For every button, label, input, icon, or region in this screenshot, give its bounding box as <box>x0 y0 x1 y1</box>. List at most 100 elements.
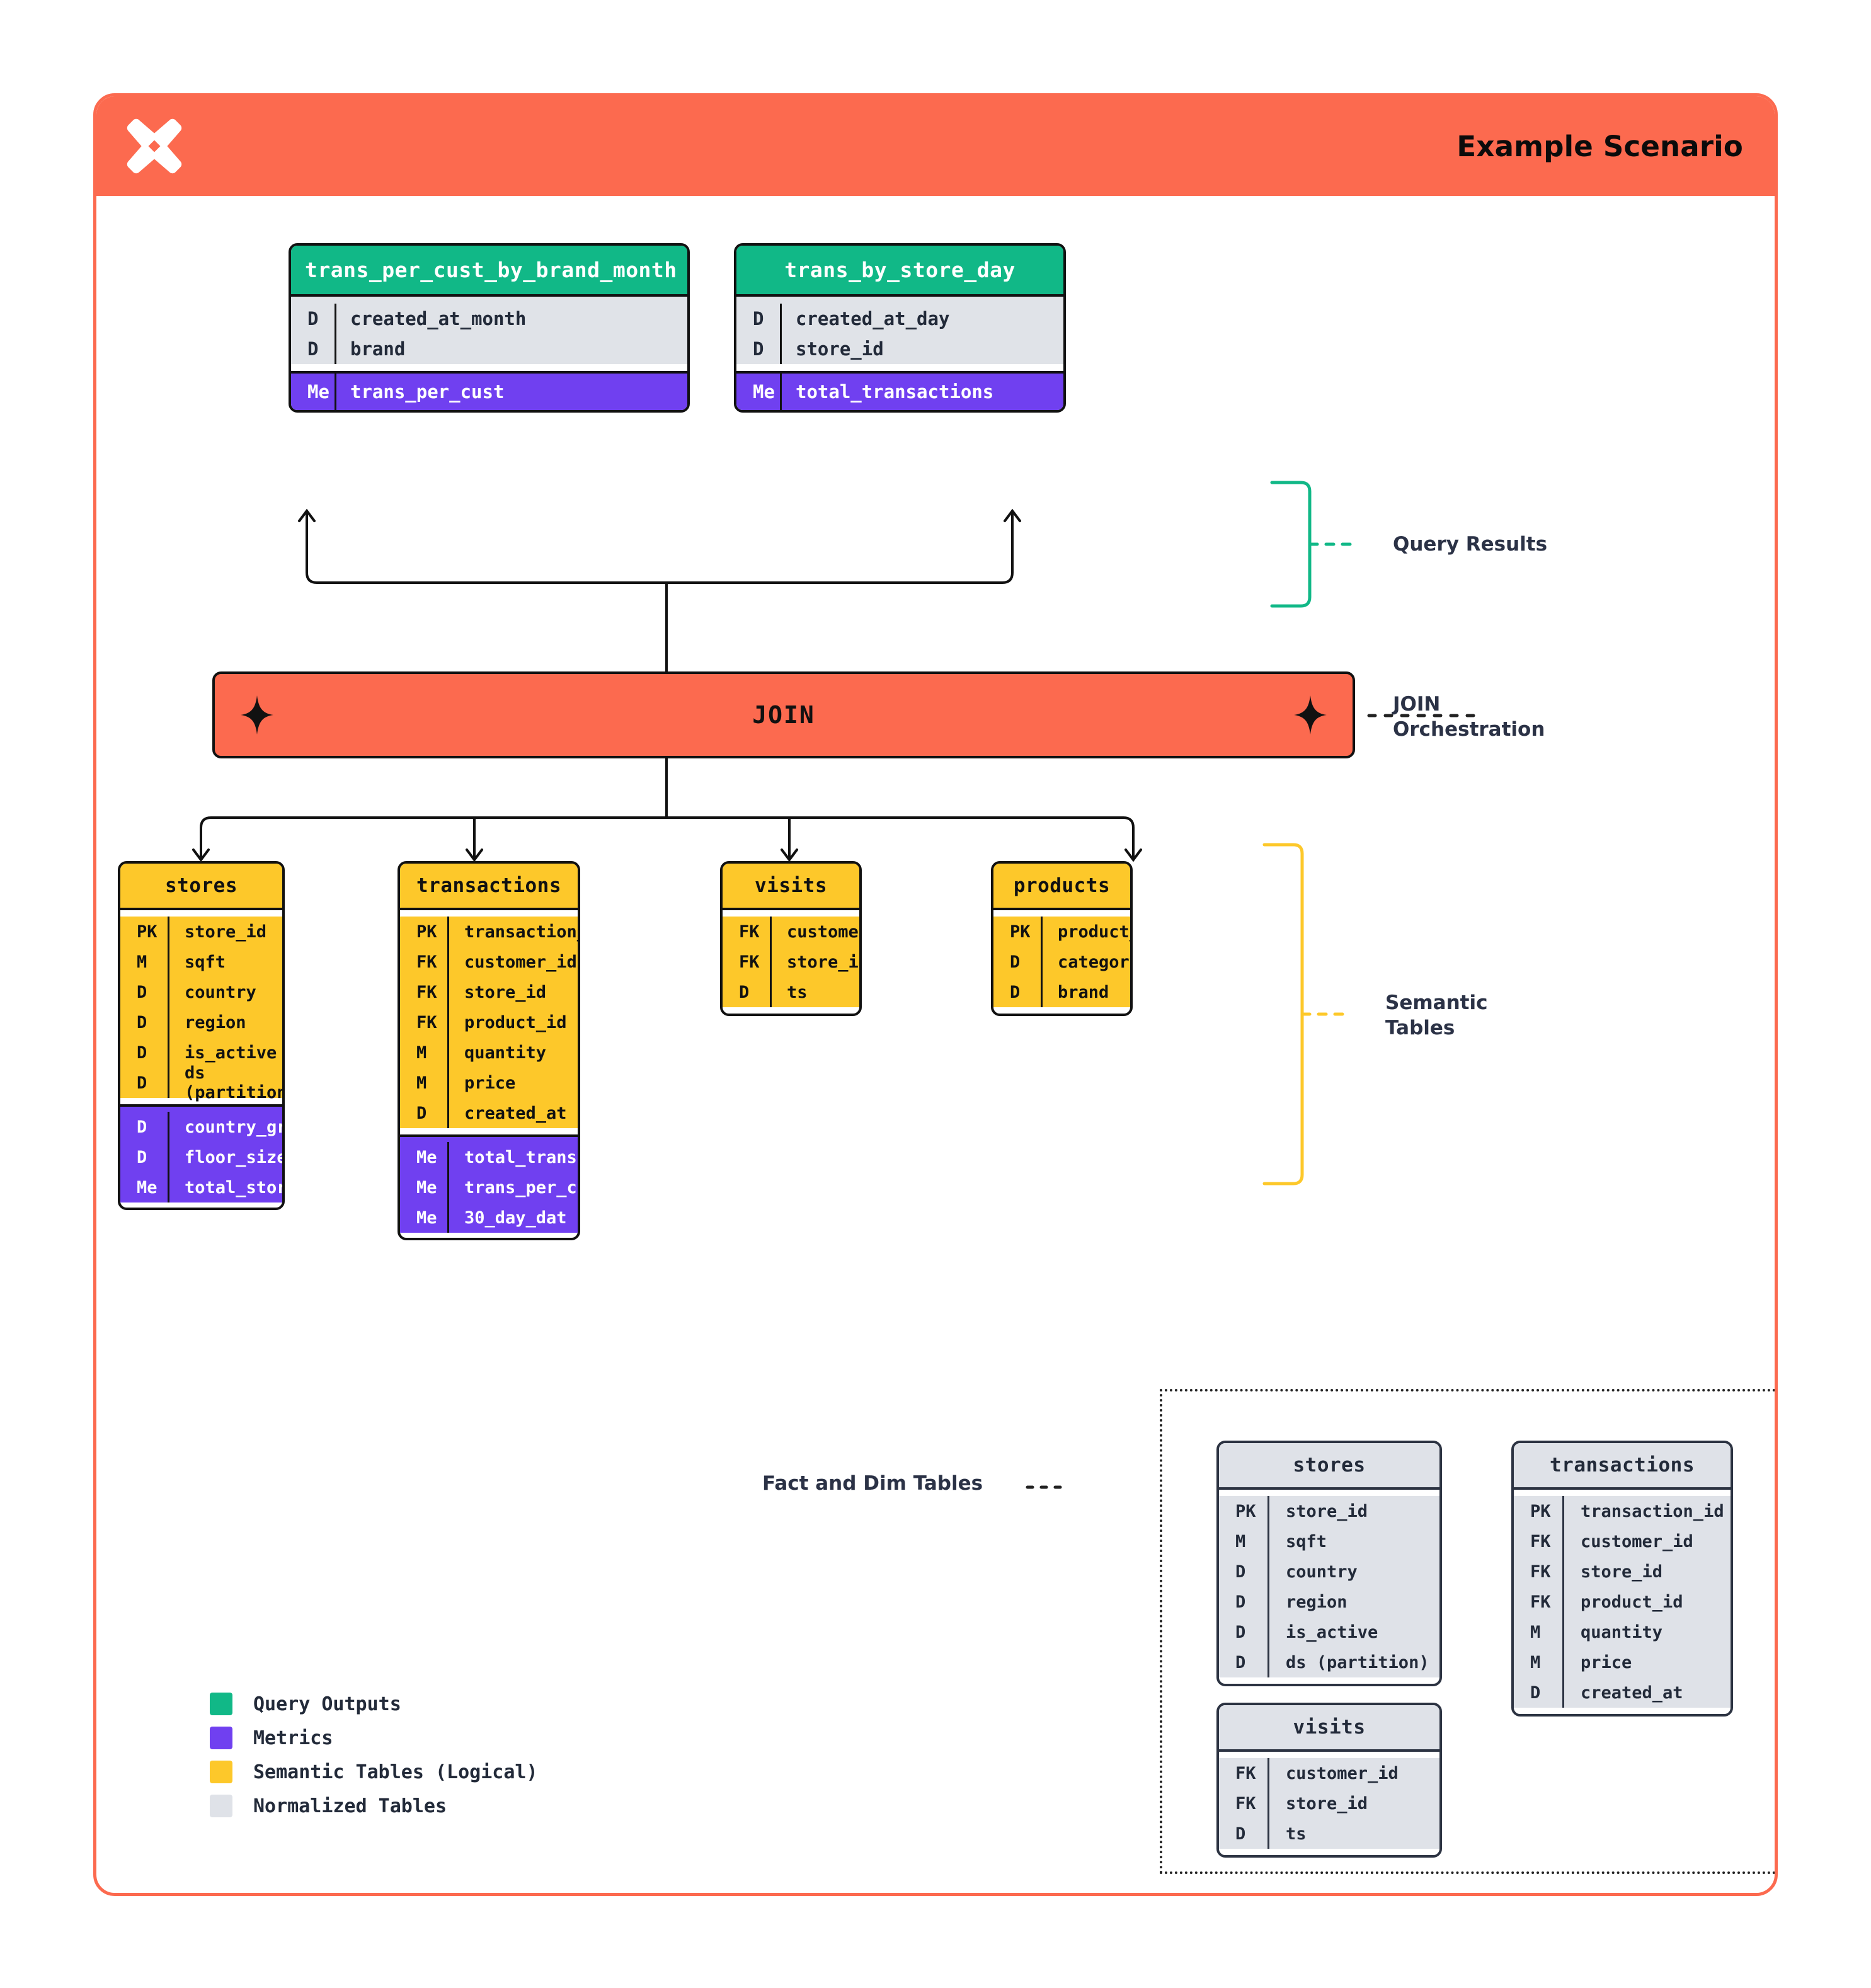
column-group: PK transaction_id FK customer_id FK store_i… <box>1514 1496 1731 1708</box>
annotation-line-2: Orchestration <box>1393 717 1545 741</box>
legend-item: Normalized Tables <box>210 1789 538 1823</box>
row-field: region <box>185 1012 246 1032</box>
row-key: M <box>400 1068 449 1098</box>
table-row: FK customer_id <box>1514 1526 1731 1557</box>
row-field: brand <box>1058 982 1109 1002</box>
row-field: price <box>464 1073 516 1093</box>
legend: Query Outputs Metrics Semantic Tables (L… <box>210 1687 538 1823</box>
sparkle-icon <box>1294 695 1327 734</box>
table-row: D store_id <box>736 334 1063 364</box>
legend-item: Semantic Tables (Logical) <box>210 1755 538 1789</box>
join-orchestration-bar[interactable]: JOIN <box>212 671 1355 758</box>
row-key: D <box>400 1098 449 1128</box>
table-title: visits <box>723 864 859 910</box>
row-field: store_id <box>1581 1562 1663 1582</box>
row-key: M <box>1219 1526 1269 1557</box>
row-field: store_id <box>1286 1793 1368 1814</box>
header-bar: Example Scenario <box>96 96 1775 196</box>
row-key: M <box>1514 1617 1564 1647</box>
sparkle-icon <box>241 695 273 734</box>
query-result-table-1[interactable]: trans_by_store_day D created_at_day D st… <box>734 243 1066 413</box>
table-row: FK store_id <box>1219 1788 1439 1819</box>
row-key: PK <box>400 917 449 947</box>
table-title: products <box>993 864 1130 910</box>
row-key: FK <box>400 977 449 1007</box>
table-title: transactions <box>1514 1443 1731 1490</box>
annotation-line-1: JOIN <box>1393 693 1441 716</box>
row-field: ts <box>787 982 808 1002</box>
row-key: PK <box>993 917 1043 947</box>
row-field: customer_id <box>464 952 577 972</box>
row-key: Me <box>736 374 782 410</box>
table-row: FK store_id <box>1514 1557 1731 1587</box>
metric-group: Me total_transactions <box>736 371 1063 410</box>
annotation-fact-and-dim-tables: Fact and Dim Tables <box>762 1472 983 1495</box>
row-field: ds (partition) <box>185 1063 282 1102</box>
dimension-group: D created_at_month D brand <box>291 294 687 364</box>
row-field: transaction_id <box>464 922 578 942</box>
row-key: Me <box>291 374 336 410</box>
row-field: store_id <box>796 338 884 360</box>
table-title: transactions <box>400 864 578 910</box>
legend-swatch-metrics <box>210 1727 232 1749</box>
row-key: D <box>1219 1557 1269 1587</box>
row-key: FK <box>1514 1557 1564 1587</box>
normalized-table-transactions[interactable]: transactions PK transaction_id FK customer… <box>1511 1441 1733 1717</box>
row-field: sqft <box>185 952 226 972</box>
row-key: PK <box>1514 1496 1564 1526</box>
diagram-card: Example Scenario <box>93 93 1778 1896</box>
row-field: created_at_month <box>350 308 527 329</box>
row-key: Me <box>400 1142 449 1172</box>
table-title: stores <box>1219 1443 1439 1490</box>
row-field: customer_id <box>1581 1531 1693 1551</box>
page-title: Example Scenario <box>1456 129 1743 163</box>
row-key: D <box>1514 1677 1564 1708</box>
row-key: FK <box>1219 1788 1269 1819</box>
query-result-table-0[interactable]: trans_per_cust_by_brand_month D created_… <box>289 243 690 413</box>
row-key: PK <box>120 917 169 947</box>
row-key: FK <box>1514 1526 1564 1557</box>
row-key: D <box>736 334 782 364</box>
semantic-table-transactions[interactable]: transactions PK transaction_id FK customer… <box>398 861 580 1240</box>
row-field: customer_id <box>1286 1763 1399 1783</box>
row-key: D <box>993 977 1043 1007</box>
table-title: stores <box>120 864 282 910</box>
row-field: created_at <box>1581 1682 1683 1703</box>
row-key: M <box>120 947 169 977</box>
row-key: FK <box>1219 1758 1269 1788</box>
row-field: country <box>185 982 256 1002</box>
row-field: quantity <box>464 1043 547 1063</box>
annotation-line-1: Semantic <box>1385 991 1488 1014</box>
row-field: total_transactions <box>796 381 994 403</box>
row-field: quantity <box>1581 1622 1663 1642</box>
table-row: Me trans_per_cust <box>291 374 687 410</box>
row-field: total_stores <box>185 1177 282 1197</box>
row-field: transaction_id <box>1581 1501 1724 1521</box>
legend-swatch-semantic-tables <box>210 1761 232 1783</box>
row-field: created_at <box>464 1103 567 1123</box>
